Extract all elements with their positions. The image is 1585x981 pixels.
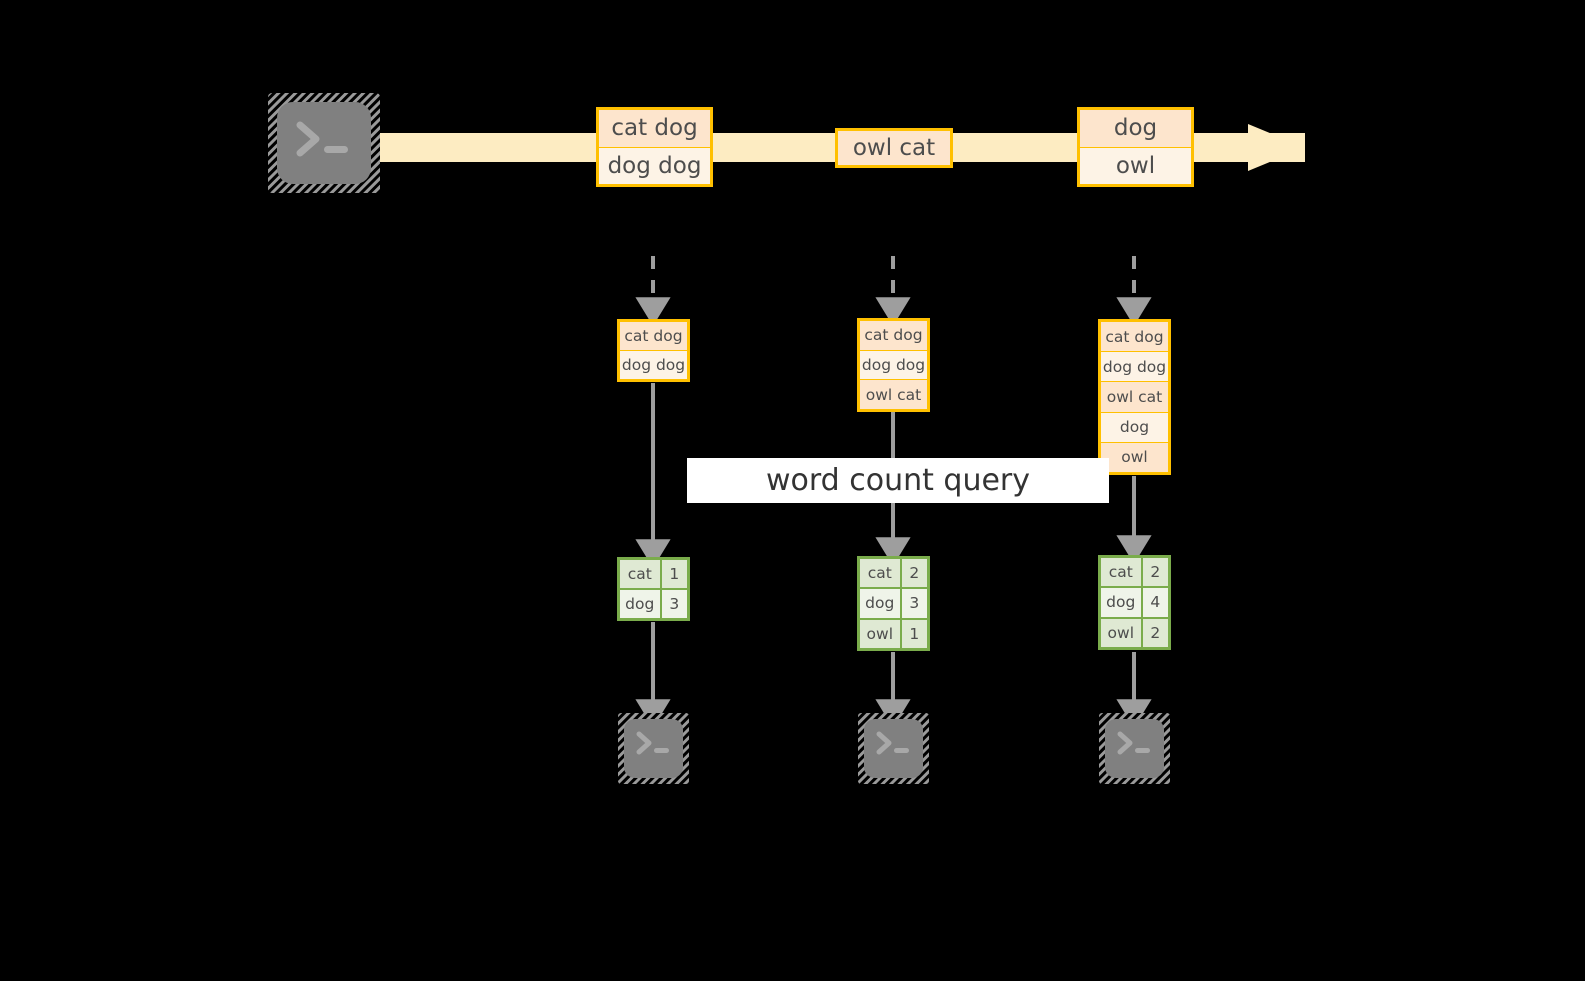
stream-event-line: dog dog: [599, 147, 710, 184]
result-count: 3: [661, 590, 687, 618]
prompt-caret-icon: [296, 121, 320, 157]
sink-arrow-group: [635, 622, 1152, 728]
snapshot-input-row: dog dog: [1101, 352, 1168, 383]
snapshot-input-row: cat dog: [860, 321, 927, 351]
prompt-underscore-icon: [654, 748, 669, 753]
stream-event-group-2[interactable]: owl cat: [835, 128, 953, 168]
stream-event-line: dog: [1080, 110, 1191, 148]
table-row: owl 1: [860, 619, 927, 648]
stream-event-group-1[interactable]: cat dog dog dog: [596, 107, 713, 187]
stream-event-group-3[interactable]: dog owl: [1077, 107, 1194, 187]
terminal-icon: [858, 713, 929, 784]
result-word: owl: [1101, 618, 1143, 647]
snapshot-3-input-box[interactable]: cat dog dog dog owl cat dog owl: [1098, 319, 1171, 475]
result-count: 1: [901, 619, 927, 648]
table-row: dog 3: [860, 589, 927, 620]
snapshot-2-sink-terminal-icon[interactable]: [858, 713, 929, 784]
table-row: cat 2: [860, 559, 927, 590]
result-word: cat: [860, 559, 902, 588]
snapshot-1-input-box[interactable]: cat dog dog dog: [617, 319, 690, 382]
snapshot-input-row: cat dog: [1101, 322, 1168, 353]
result-word: cat: [620, 560, 662, 588]
result-count: 1: [661, 560, 687, 588]
terminal-icon: [1099, 713, 1170, 784]
snapshot-input-row: cat dog: [620, 322, 687, 351]
result-count: 2: [1142, 558, 1168, 587]
dashed-arrow-group: [635, 256, 1152, 326]
snapshot-input-row: dog: [1101, 412, 1168, 443]
snapshot-1-result-table[interactable]: cat 1 dog 3: [617, 557, 690, 621]
result-word: owl: [860, 619, 902, 648]
result-count: 3: [901, 589, 927, 618]
query-label-text: word count query: [765, 463, 1031, 498]
snapshot-3-sink-terminal-icon[interactable]: [1099, 713, 1170, 784]
result-word: dog: [1101, 588, 1143, 617]
result-count: 2: [1142, 618, 1168, 647]
table-row: owl 2: [1101, 618, 1168, 647]
prompt-underscore-icon: [1135, 748, 1150, 753]
prompt-underscore-icon: [324, 146, 348, 153]
snapshot-input-row: dog dog: [860, 350, 927, 381]
snapshot-2-result-table[interactable]: cat 2 dog 3 owl 1: [857, 556, 930, 651]
prompt-caret-icon: [636, 731, 652, 755]
snapshot-input-row: owl cat: [1101, 382, 1168, 413]
stream-event-line: cat dog: [599, 110, 710, 148]
snapshot-2-input-box[interactable]: cat dog dog dog owl cat: [857, 318, 930, 412]
table-row: dog 3: [620, 590, 687, 618]
result-count: 4: [1142, 588, 1168, 617]
prompt-underscore-icon: [894, 748, 909, 753]
result-word: dog: [620, 590, 662, 618]
snapshot-1-sink-terminal-icon[interactable]: [618, 713, 689, 784]
stream-event-line: owl cat: [838, 131, 950, 165]
query-label-banner: word count query: [687, 458, 1109, 503]
prompt-caret-icon: [876, 731, 892, 755]
stream-event-line: owl: [1080, 147, 1191, 184]
result-count: 2: [901, 559, 927, 588]
snapshot-input-row: owl: [1101, 442, 1168, 473]
table-row: cat 1: [620, 560, 687, 590]
table-row: cat 2: [1101, 558, 1168, 589]
terminal-icon: [618, 713, 689, 784]
result-word: dog: [860, 589, 902, 618]
prompt-caret-icon: [1117, 731, 1133, 755]
snapshot-3-result-table[interactable]: cat 2 dog 4 owl 2: [1098, 555, 1171, 650]
terminal-icon: [268, 93, 380, 193]
result-word: cat: [1101, 558, 1143, 587]
snapshot-input-row: owl cat: [860, 380, 927, 410]
source-terminal-icon[interactable]: [268, 93, 380, 193]
table-row: dog 4: [1101, 588, 1168, 619]
snapshot-input-row: dog dog: [620, 351, 687, 379]
